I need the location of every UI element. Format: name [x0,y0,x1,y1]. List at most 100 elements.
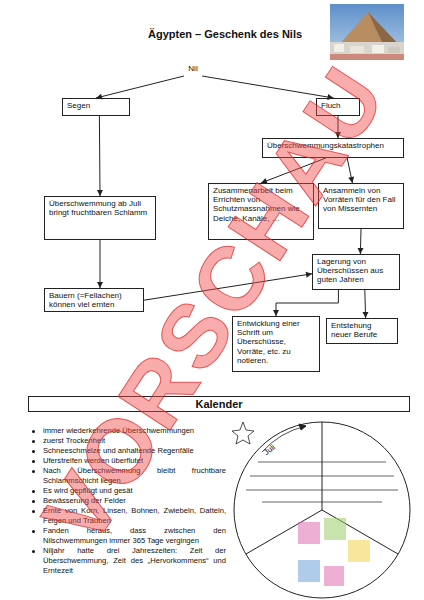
connector-line [276,290,338,316]
node-text: Kalender [29,397,409,411]
bullet-shape [32,430,35,433]
flow-arrow [96,76,184,99]
bullet-dot [32,486,35,496]
bullet-text: Ernte von Korn, Linsen, Bohnen, Zwiebeln… [43,506,226,525]
bullet-shape [32,450,35,453]
bullet-shape [32,490,35,493]
page-title: Ägypten – Geschenk des Nils [148,28,302,40]
connector-line [99,116,101,196]
process-box: Überschwemmung ab Juli bringt fruchtbare… [44,196,156,240]
connector-line [202,76,334,98]
bullet-dot [32,506,35,516]
node-text: Segen [67,101,125,110]
bullet-dot [32,466,35,476]
bullet-dot [32,446,35,456]
node-text: Ansammeln von Vorräten für den Fall von … [323,186,399,214]
bullet-item: Fanden heraus, dass zwischen den Nilschw… [30,526,226,546]
bullet-text: Schneeschmelze und anhaltende Regenfälle [43,446,194,455]
bullet-text: zuerst Trockenheit [43,436,105,445]
bullet-item: Ernte von Korn, Linsen, Bohnen, Zwiebeln… [30,506,226,526]
bullet-item: immer wiederkehrende Überschwemmungen [30,426,226,436]
process-box: Entwicklung einer Schrift um Überschüsse… [232,316,320,372]
bullet-text: Fanden heraus, dass zwischen den Nilschw… [43,526,226,545]
bullet-text: Uferstreifen werden überflutet [43,456,143,465]
star-symbol [232,422,254,444]
arrow-head [273,310,279,316]
preview-watermark: VORSCHAU [23,48,407,563]
bullet-item: Nach Überschwemmung bleibt fruchtbare Sc… [30,466,226,486]
arrow-head [306,272,312,278]
source-label: Nil [180,64,206,76]
logo-tiles [298,518,370,586]
bullet-text: immer wiederkehrende Überschwemmungen [43,426,194,435]
node-text: Überschwemmung ab Juli bringt fruchtbare… [49,199,151,217]
bullet-dot [32,546,35,556]
bullet-item: Uferstreifen werden überflutet [30,456,226,466]
bullet-shape [32,460,35,463]
flow-arrow [273,290,338,316]
arrow-head [97,282,103,288]
bullet-shape [32,530,35,533]
flow-arrow [358,229,364,254]
flow-arrow [347,158,354,183]
connector-line [96,76,184,98]
flow-arrow [261,158,326,184]
bullet-shape [32,470,35,473]
month-label: Juli [262,443,277,457]
bullet-item: Niljahr hatte drei Jahreszeiten: Zeit de… [30,546,226,576]
arrow-head [261,178,268,184]
arrow-head [335,132,341,138]
bullet-item: Bewässerung der Felder [30,496,226,506]
bullet-shape [32,500,35,503]
bullet-text: Bewässerung der Felder [43,496,126,505]
bullet-item: zuerst Trockenheit [30,436,226,446]
bullet-dot [32,526,35,536]
node-text: Zusammenarbeit beim Errichten von Schutz… [213,186,309,223]
arrow-head [362,312,368,318]
flow-arrow [202,76,334,100]
bullet-list: immer wiederkehrende Überschwemmungenzue… [30,426,226,576]
arrow-head [327,94,333,100]
bullet-item: Schneeschmelze und anhaltende Regenfälle [30,446,226,456]
bullet-dot [32,456,35,466]
node-text: Bauern (=Fellachen) können viel ernten [49,291,139,309]
node-text: Nil [180,64,206,74]
connector-line [337,116,338,138]
node-text: Überschwemmungskatastrophen [267,141,399,150]
bullet-shape [32,440,35,443]
bullet-text: Niljahr hatte drei Jahreszeiten: Zeit de… [43,546,226,575]
process-box: Überschwemmungskatastrophen [262,138,404,158]
process-box: Bauern (=Fellachen) können viel ernten [44,288,144,312]
node-text: Fluch [321,101,355,110]
node-text: Entwicklung einer Schrift um Überschüsse… [237,319,315,365]
process-box: Zusammenarbeit beim Errichten von Schutz… [208,183,314,240]
connector-line [100,240,101,288]
flow-arrow [97,240,103,288]
bullet-text: Es wird gepflügt und gesät [43,486,133,495]
flow-arrow [144,272,312,300]
arrow-head [348,177,354,183]
calendar-wheel [234,422,410,598]
connector-line [261,158,326,183]
arrow-head [96,94,103,100]
arrow-head [358,248,364,254]
section-band: Kalender [28,396,410,412]
connector-line [144,274,312,300]
connector-line [364,290,366,318]
process-box: Segen [62,98,130,116]
bullet-item: Es wird gepflügt und gesät [30,486,226,496]
connector-line [347,158,352,183]
bullet-text: Nach Überschwemmung bleibt fruchtbare Sc… [43,466,226,485]
bullet-shape [32,550,35,553]
node-text: Lagerung von Überschüssen aus guten Jahr… [317,257,395,285]
bullet-dot [32,426,35,436]
node-text: Entstehung neuer Berufe [331,321,393,339]
process-box: Ansammeln von Vorräten für den Fall von … [318,183,404,229]
bullet-dot [32,496,35,506]
process-box: Fluch [316,98,360,116]
pyramid-photo [330,4,404,60]
process-box: Entstehung neuer Berufe [326,318,398,344]
process-box: Lagerung von Überschüssen aus guten Jahr… [312,254,400,290]
